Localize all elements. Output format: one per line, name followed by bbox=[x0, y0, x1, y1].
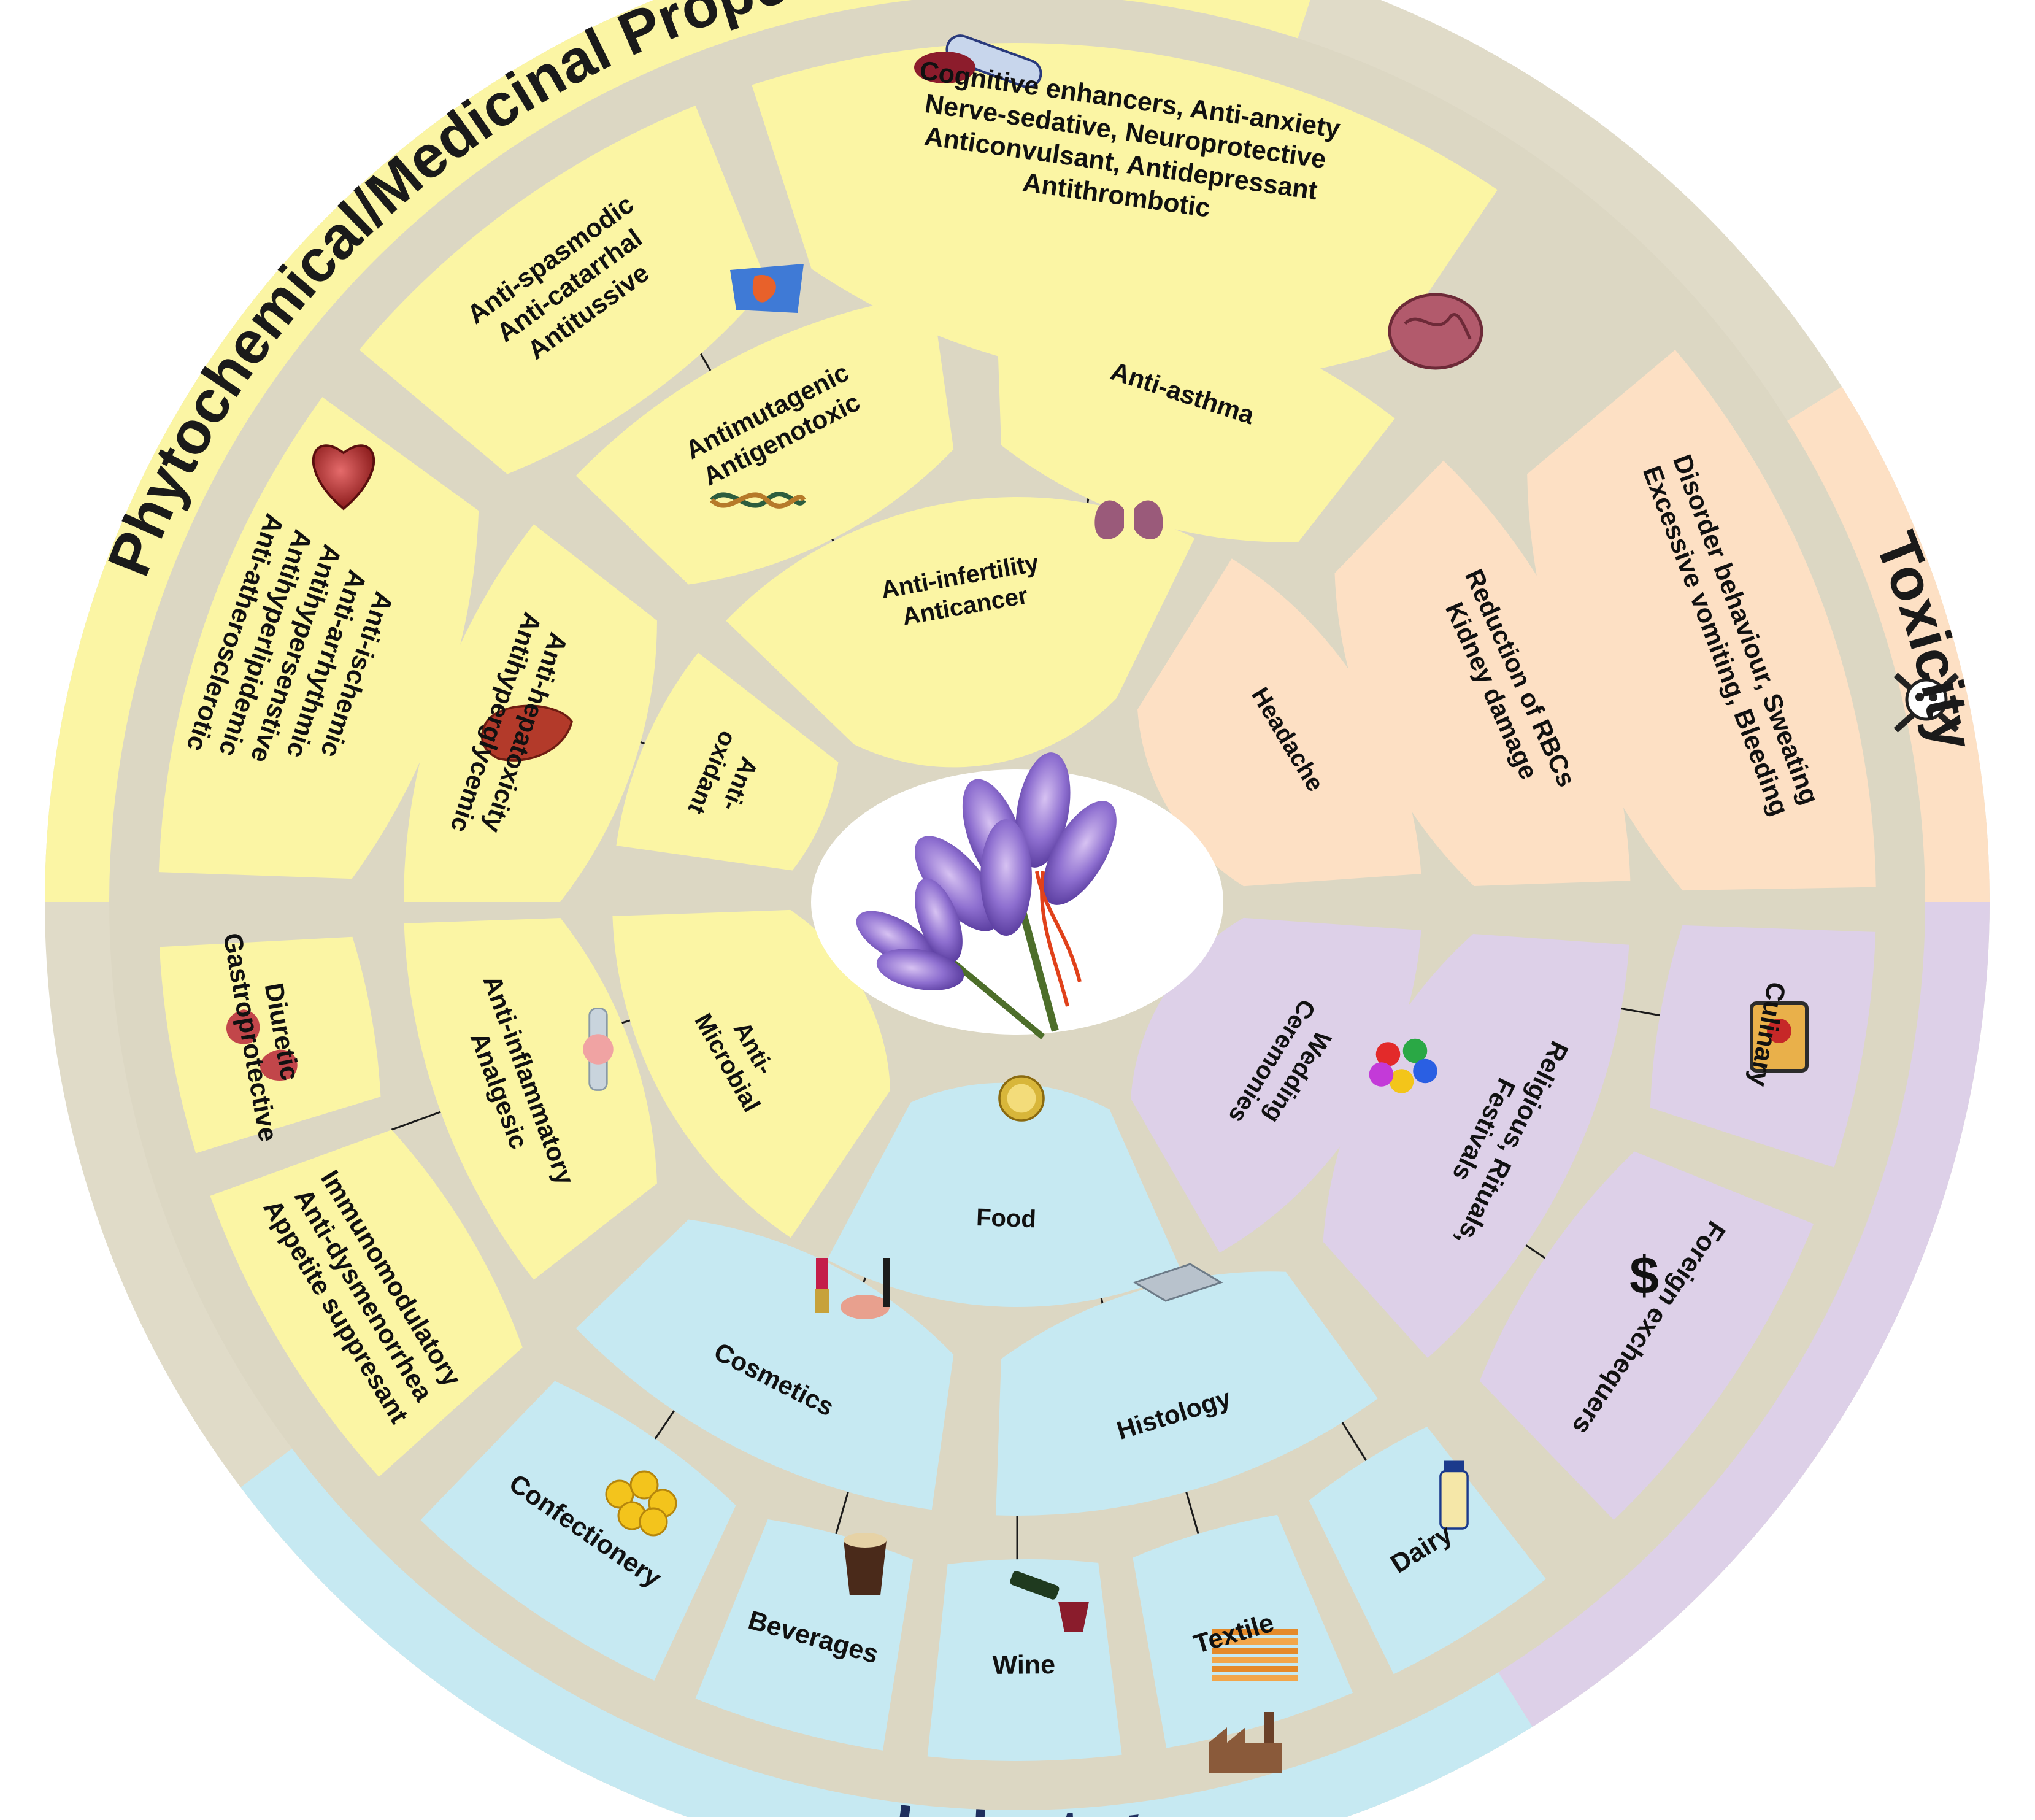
label-food: Food bbox=[975, 1204, 1036, 1233]
segment-disorder bbox=[1527, 350, 1876, 891]
segment-diuretic bbox=[159, 936, 381, 1154]
glass-slide-icon bbox=[1133, 1263, 1223, 1302]
segment-wedding bbox=[1131, 917, 1421, 1253]
dollar-icon: $ bbox=[1629, 1246, 1659, 1305]
segment-anti-microbial bbox=[612, 909, 891, 1238]
factory-icon bbox=[1209, 1712, 1282, 1773]
kidney-icon bbox=[226, 1009, 298, 1081]
label-wine: Wine bbox=[992, 1650, 1055, 1680]
lungs-icon bbox=[1094, 479, 1163, 539]
makeup-icon bbox=[815, 1258, 890, 1319]
segment-respiratory bbox=[359, 105, 768, 474]
segment-religious bbox=[1323, 933, 1629, 1359]
joint-icon bbox=[583, 1008, 614, 1091]
segment-cardio bbox=[158, 397, 479, 879]
throat-icon bbox=[730, 264, 804, 313]
liver-icon bbox=[481, 704, 573, 762]
svg-text:$: $ bbox=[1629, 1246, 1659, 1305]
wine-icon bbox=[1010, 1571, 1089, 1632]
segment-cosmetics bbox=[575, 1219, 954, 1510]
sweets-icon bbox=[605, 1470, 677, 1537]
segment-histology bbox=[996, 1271, 1378, 1516]
segment-foreign bbox=[1479, 1151, 1814, 1521]
skull-crossbones-icon bbox=[1893, 673, 1960, 733]
cup-icon bbox=[844, 1533, 887, 1595]
segment-label-line: Wine bbox=[992, 1650, 1055, 1680]
saffron-crocus-flowers bbox=[856, 752, 1117, 1039]
segment-reduction-rbc bbox=[1334, 460, 1631, 886]
heart-icon bbox=[312, 444, 375, 511]
leader-line bbox=[391, 1111, 441, 1131]
saffron-dish-icon bbox=[998, 1075, 1045, 1122]
segment-food bbox=[827, 1082, 1182, 1307]
segment-anti-infertility bbox=[726, 497, 1195, 768]
leader-line bbox=[1341, 1422, 1371, 1467]
color-powder-icon bbox=[1369, 1038, 1437, 1093]
segment-neuro bbox=[752, 43, 1498, 383]
brain-icon bbox=[1388, 293, 1483, 370]
cake-icon bbox=[1750, 1001, 1809, 1073]
segment-label-line: Food bbox=[975, 1204, 1036, 1233]
segment-immuno bbox=[210, 1130, 523, 1477]
segment-antimutagenic bbox=[575, 294, 954, 585]
segment-headache bbox=[1137, 558, 1421, 887]
dna-icon bbox=[710, 492, 806, 509]
fabric-icon bbox=[1212, 1629, 1298, 1681]
segment-anti-oxidant bbox=[616, 652, 839, 871]
capsule-icon bbox=[914, 34, 1042, 88]
leader-line bbox=[1185, 1491, 1202, 1543]
segment-confectionery bbox=[420, 1381, 736, 1681]
segment-dairy bbox=[1309, 1426, 1546, 1675]
milk-bottle-icon bbox=[1439, 1460, 1469, 1530]
leader-line bbox=[833, 1491, 849, 1543]
